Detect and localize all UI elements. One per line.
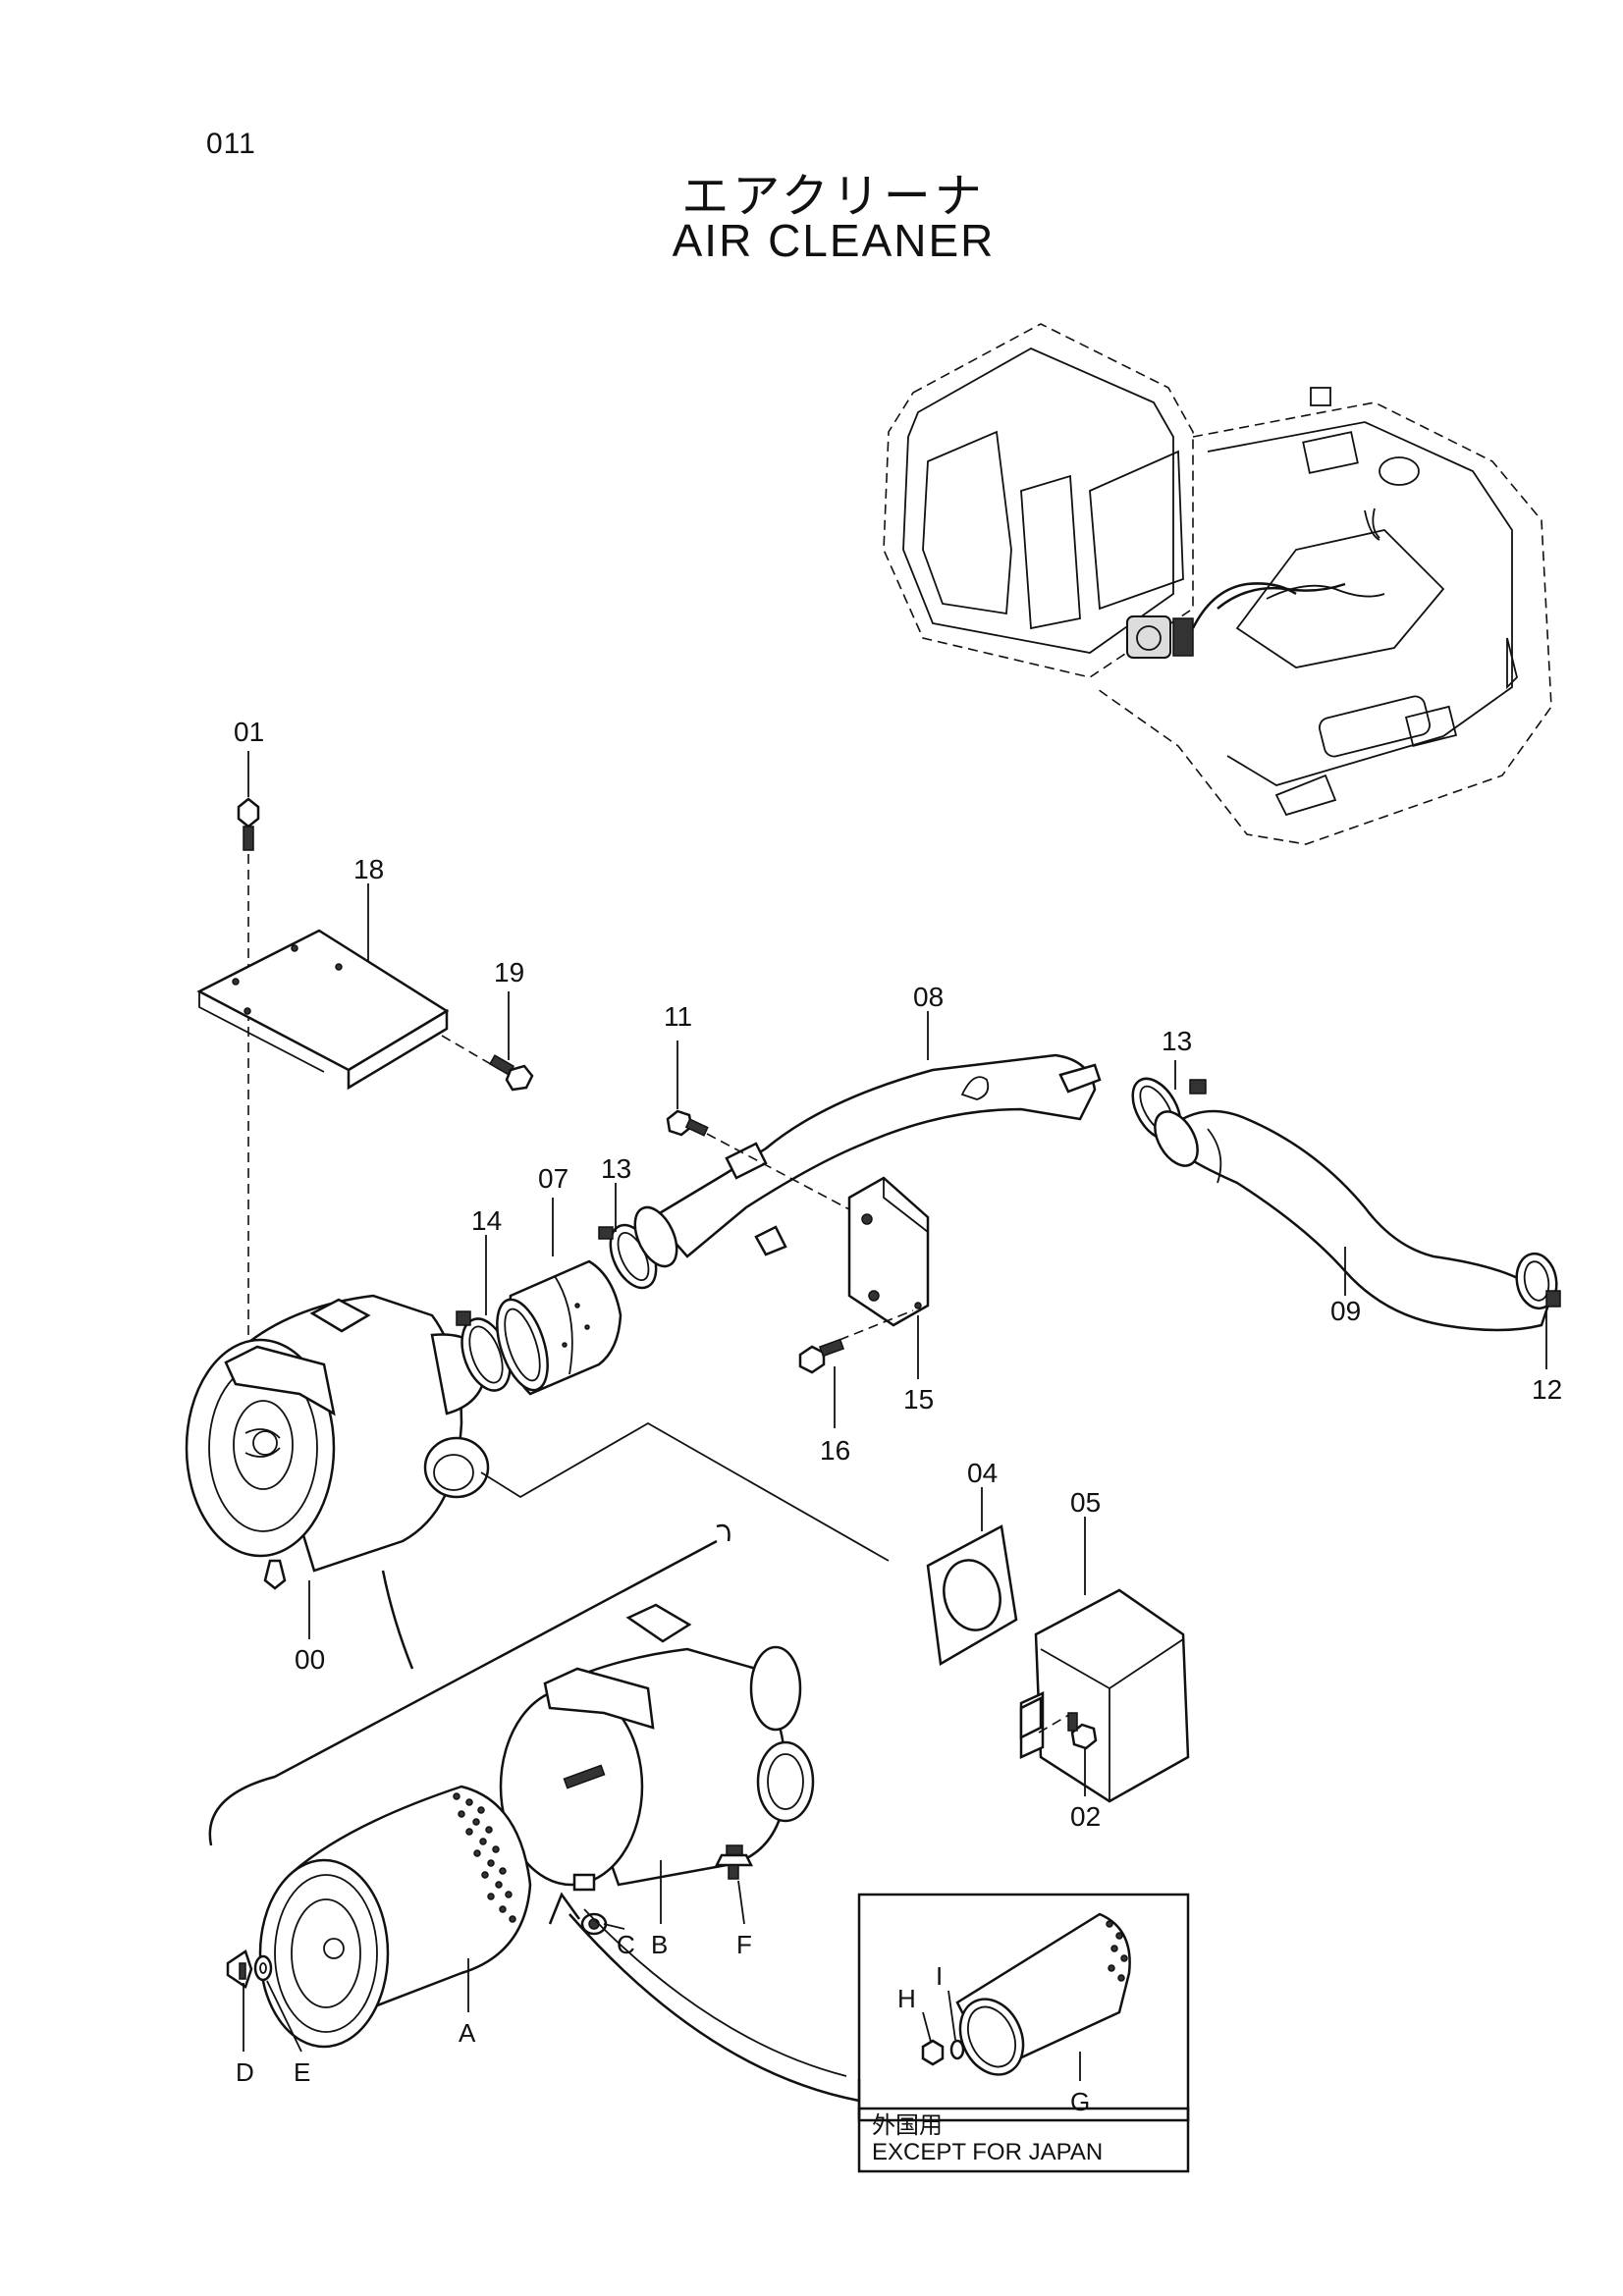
label-part-04: 04	[967, 1458, 998, 1488]
label-part-12: 12	[1532, 1374, 1562, 1405]
bolt-19	[441, 1035, 534, 1092]
label-part-02: 02	[1070, 1801, 1101, 1832]
cover-05	[1019, 1588, 1190, 1803]
indicator-F	[714, 1844, 754, 1880]
bolt-16	[798, 1309, 914, 1374]
label-component-D: D	[236, 2057, 254, 2087]
label-part-00: 00	[295, 1644, 325, 1675]
label-component-E: E	[294, 2057, 310, 2087]
label-part-01: 01	[234, 717, 264, 747]
label-component-F: F	[736, 1930, 752, 1959]
bracket-plate-18	[196, 929, 450, 1091]
excavator-location-view	[883, 323, 1552, 845]
inset-note-english: EXCEPT FOR JAPAN	[872, 2139, 1103, 2165]
filter-perforations	[453, 1792, 516, 1923]
washer-E	[253, 1954, 273, 1982]
breakout-leader	[381, 1570, 414, 1670]
safety-element-G	[955, 1912, 1131, 2076]
label-component-C: C	[617, 1930, 635, 1959]
bolt-11	[666, 1109, 865, 1218]
label-component-G: G	[1070, 2087, 1090, 2116]
label-component-B: B	[651, 1930, 668, 1959]
filter-element-A	[258, 1785, 532, 2049]
breakout-bracket	[208, 1539, 718, 1846]
label-part-05: 05	[1070, 1487, 1101, 1518]
page-number: 011	[206, 128, 256, 160]
label-part-15: 15	[903, 1384, 934, 1415]
label-part-18: 18	[353, 854, 384, 884]
inset-note-japanese: 外国用	[872, 2112, 943, 2139]
air-cleaner-assembly-00	[185, 1294, 490, 1590]
label-part-16: 16	[820, 1435, 850, 1466]
leader-04	[480, 1421, 890, 1562]
bolt-01	[237, 797, 260, 851]
label-component-A: A	[459, 2018, 476, 2048]
inset-arrow-head	[548, 1892, 581, 1925]
page-title-english: AIR CLEANER	[672, 215, 996, 266]
page-title-japanese: エアクリーナ	[681, 169, 986, 224]
label-part-13-right: 13	[1162, 1026, 1192, 1056]
label-component-I: I	[936, 1961, 943, 1991]
label-component-H: H	[897, 1984, 916, 2013]
label-part-09: 09	[1330, 1296, 1361, 1326]
intake-pipe-08	[633, 1053, 1102, 1268]
housing-B	[499, 1603, 815, 1892]
hose-09	[1154, 1109, 1553, 1332]
inset-arrow-line-inner	[583, 1908, 847, 2077]
label-part-13-left: 13	[601, 1153, 631, 1184]
nut-H	[921, 2039, 945, 2066]
label-part-14: 14	[471, 1205, 502, 1236]
label-leaders	[243, 751, 1547, 2081]
gasket-04	[926, 1524, 1018, 1667]
wing-nut-D	[226, 1949, 253, 1989]
inset-arrow-line	[568, 1913, 860, 2103]
washer-I	[949, 2039, 965, 2060]
label-part-11: 11	[664, 1001, 692, 1032]
rubber-hose-07	[496, 1259, 622, 1396]
bolt-02	[1038, 1712, 1098, 1750]
label-part-19: 19	[494, 957, 524, 988]
breakout-arc	[716, 1523, 730, 1542]
label-part-08: 08	[913, 982, 944, 1012]
hose-clamp-12	[1515, 1252, 1561, 1310]
inset-note-box	[857, 2107, 1190, 2173]
mounting-bracket-15	[847, 1176, 930, 1327]
label-part-07: 07	[538, 1163, 568, 1194]
